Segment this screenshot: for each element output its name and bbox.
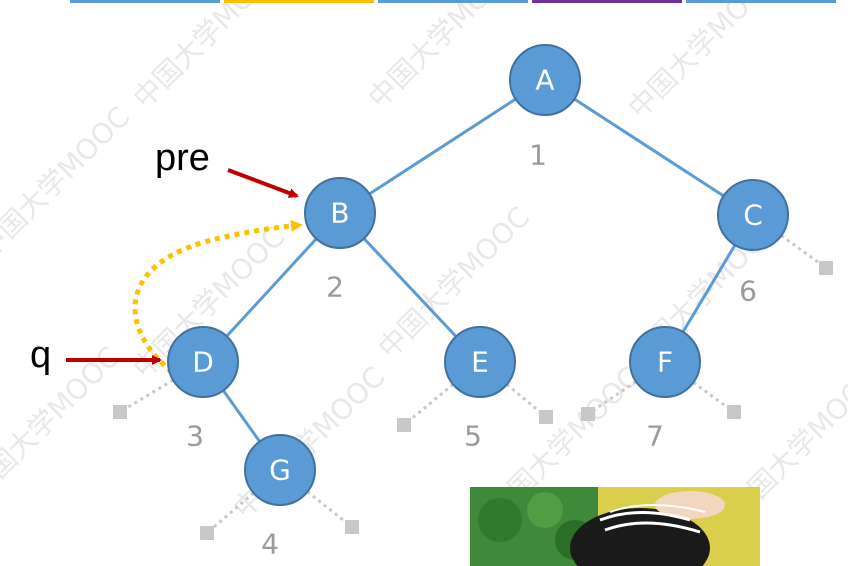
- node-label: G: [269, 454, 291, 487]
- null-link: [780, 234, 827, 270]
- pointer-arrow: [227, 168, 299, 198]
- null-marker: [113, 405, 127, 419]
- node-label: E: [471, 346, 489, 379]
- node-label: C: [743, 199, 763, 232]
- pointer-label: pre: [155, 137, 210, 179]
- null-link: [403, 383, 455, 427]
- order-label-e: 5: [464, 420, 482, 453]
- null-marker: [345, 520, 359, 534]
- node-circle: [167, 326, 239, 398]
- node-label: A: [535, 64, 554, 97]
- node-circle: [717, 179, 789, 251]
- null-link: [692, 381, 735, 414]
- order-label-b: 2: [326, 271, 344, 304]
- null-marker: [727, 405, 741, 419]
- tree-edge: [544, 78, 754, 217]
- tree-node-b: B: [304, 177, 376, 249]
- order-label-d: 3: [186, 420, 204, 453]
- tree-nodes: A B C D E F G: [167, 44, 789, 506]
- order-label-a: 1: [529, 139, 547, 172]
- tree-edge: [339, 78, 546, 215]
- watermark-text: 中国大学MOOC: [227, 360, 392, 525]
- watermark-text: 中国大学MOOC: [362, 0, 527, 115]
- pointer-label: q: [30, 334, 51, 376]
- node-label: D: [192, 346, 214, 379]
- null-link: [206, 491, 255, 535]
- cartoon-image: [470, 487, 760, 566]
- null-links: [113, 234, 833, 540]
- node-circle: [304, 177, 376, 249]
- watermark-text: 中国大学MOOC: [622, 0, 787, 125]
- null-marker: [200, 526, 214, 540]
- pointer-pre: pre: [155, 137, 299, 198]
- order-label-c: 6: [739, 275, 757, 308]
- null-link: [306, 490, 353, 529]
- header-bar: [70, 0, 220, 3]
- null-marker: [539, 410, 553, 424]
- node-circle: [629, 326, 701, 398]
- header-bar: [686, 0, 836, 3]
- header-bar: [532, 0, 682, 3]
- node-circle: [509, 44, 581, 116]
- order-label-f: 7: [646, 420, 664, 453]
- watermark-text: 中国大学MOOC: [0, 100, 136, 265]
- null-marker: [581, 407, 595, 421]
- pointer-group: pre q: [30, 137, 299, 376]
- node-circle: [444, 326, 516, 398]
- header-bar: [378, 0, 528, 3]
- null-marker: [397, 418, 411, 432]
- pointer-q: q: [30, 334, 162, 376]
- tree-node-g: G: [244, 434, 316, 506]
- order-labels: 1 2 6 3 5 7 4: [186, 139, 757, 561]
- order-label-g: 4: [261, 528, 279, 561]
- node-label: F: [657, 346, 673, 379]
- tree-node-a: A: [509, 44, 581, 116]
- tree-node-e: E: [444, 326, 516, 398]
- tree-node-c: C: [717, 179, 789, 251]
- tree-node-f: F: [629, 326, 701, 398]
- node-label: B: [330, 197, 349, 230]
- null-link: [119, 378, 174, 414]
- watermark-layer: 中国大学MOOC中国大学MOOC中国大学MOOC中国大学MOOC中国大学MOOC…: [0, 0, 848, 525]
- null-marker: [819, 261, 833, 275]
- tree-node-d: D: [167, 326, 239, 398]
- header-bar: [224, 0, 374, 3]
- header-color-bars: [70, 0, 836, 3]
- null-link: [587, 380, 637, 416]
- node-circle: [244, 434, 316, 506]
- watermark-text: 中国大学MOOC: [0, 340, 126, 505]
- watermark-text: 中国大学MOOC: [127, 0, 292, 115]
